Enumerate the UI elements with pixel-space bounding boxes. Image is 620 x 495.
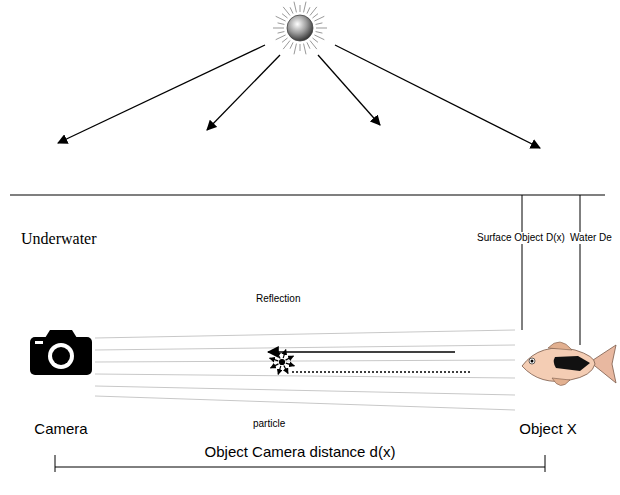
sun <box>287 15 313 41</box>
fish <box>522 342 616 386</box>
water-depth-line <box>580 195 581 345</box>
text-label: Surface Object D(x) <box>476 232 566 244</box>
sun-rays <box>273 2 327 55</box>
camera-icon <box>30 330 92 375</box>
text-label: particle <box>252 418 286 430</box>
text-label: Camera <box>33 420 88 437</box>
text-label: Water De <box>569 232 613 244</box>
light-path-lines <box>95 330 515 410</box>
text-label: Underwater <box>20 230 98 248</box>
particle-scatter <box>270 350 295 375</box>
surface-object-depth-line <box>522 195 523 330</box>
text-label: Object Camera distance d(x) <box>204 443 397 460</box>
sunlight-arrows <box>58 45 540 148</box>
reflection-arrow <box>268 351 455 353</box>
scattered-path <box>290 371 470 372</box>
water-surface <box>10 194 605 195</box>
text-label: Reflection <box>255 293 301 305</box>
text-label: Object X <box>518 420 578 437</box>
